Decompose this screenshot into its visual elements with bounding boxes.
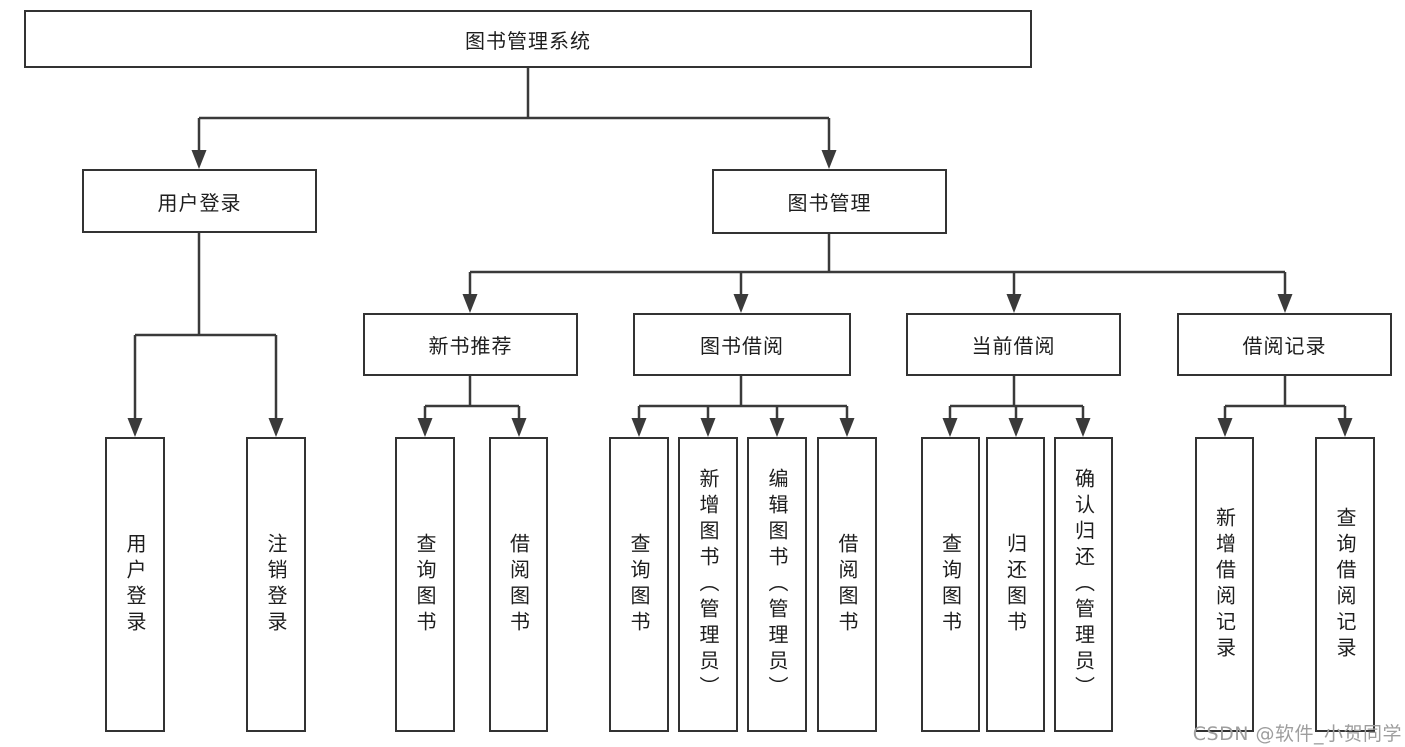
node-borrowing-records: 借阅记录 xyxy=(1177,313,1392,376)
arrowhead-icon xyxy=(1337,418,1353,437)
arrowhead-icon xyxy=(821,150,837,169)
leaf-label: 借阅图书 xyxy=(506,532,531,637)
arrowhead-icon xyxy=(417,418,433,437)
arrowhead-icon xyxy=(700,418,716,437)
leaf-label: 查询图书 xyxy=(627,532,651,637)
arrowhead-icon xyxy=(511,418,527,437)
leaf-label: 归还图书 xyxy=(1003,532,1028,637)
connector-user-login-children xyxy=(127,233,284,437)
arrowhead-icon xyxy=(1217,418,1233,437)
leaf-label: 确认归还（管理员） xyxy=(1071,467,1096,702)
leaf-query-books-borrowing: 查询图书 xyxy=(609,437,669,732)
leaf-label: 编辑图书（管理员） xyxy=(765,467,789,702)
arrowhead-icon xyxy=(839,418,855,437)
leaf-add-books-admin: 新增图书（管理员） xyxy=(678,437,738,732)
connector-current-borrowing-children xyxy=(942,376,1091,437)
node-new-book-recommend: 新书推荐 xyxy=(363,313,578,376)
arrowhead-icon xyxy=(769,418,785,437)
leaf-label: 借阅图书 xyxy=(835,532,859,637)
connector-new-book-recommend-children xyxy=(417,376,527,437)
arrowhead-icon xyxy=(1277,294,1293,313)
leaf-query-borrow-record: 查询借阅记录 xyxy=(1315,437,1375,732)
leaf-label: 查询借阅记录 xyxy=(1333,506,1357,663)
arrowhead-icon xyxy=(462,294,478,313)
leaf-return-books: 归还图书 xyxy=(986,437,1045,732)
node-user-login: 用户登录 xyxy=(82,169,317,233)
connector-root-to-level2 xyxy=(191,68,837,169)
node-book-management: 图书管理 xyxy=(712,169,947,234)
leaf-user-login: 用户登录 xyxy=(105,437,165,732)
node-book-borrowing: 图书借阅 xyxy=(633,313,851,376)
leaf-query-books-current: 查询图书 xyxy=(921,437,980,732)
arrowhead-icon xyxy=(191,150,207,169)
leaf-label: 用户登录 xyxy=(123,532,147,637)
leaf-borrow-books: 借阅图书 xyxy=(817,437,877,732)
arrowhead-icon xyxy=(1075,418,1091,437)
connector-borrowing-records-children xyxy=(1217,376,1353,437)
leaf-query-books-recommend: 查询图书 xyxy=(395,437,455,732)
leaf-label: 新增借阅记录 xyxy=(1212,506,1237,663)
leaf-label: 新增图书（管理员） xyxy=(696,467,720,702)
arrowhead-icon xyxy=(942,418,958,437)
arrowhead-icon xyxy=(1008,418,1024,437)
node-current-borrowing: 当前借阅 xyxy=(906,313,1121,376)
connector-book-borrowing-children xyxy=(631,376,855,437)
leaf-label: 查询图书 xyxy=(938,532,963,637)
arrowhead-icon xyxy=(127,418,143,437)
arrowhead-icon xyxy=(733,294,749,313)
leaf-edit-books-admin: 编辑图书（管理员） xyxy=(747,437,807,732)
arrowhead-icon xyxy=(631,418,647,437)
connector-book-management-to-level3 xyxy=(462,234,1293,313)
leaf-label: 查询图书 xyxy=(413,532,437,637)
arrowhead-icon xyxy=(1006,294,1022,313)
arrowhead-icon xyxy=(268,418,284,437)
leaf-add-borrow-record: 新增借阅记录 xyxy=(1195,437,1254,732)
leaf-confirm-return-admin: 确认归还（管理员） xyxy=(1054,437,1113,732)
leaf-logout: 注销登录 xyxy=(246,437,306,732)
csdn-watermark: CSDN @软件_小贺同学 xyxy=(1192,723,1402,745)
node-root-system: 图书管理系统 xyxy=(24,10,1032,68)
leaf-borrow-books-recommend: 借阅图书 xyxy=(489,437,548,732)
leaf-label: 注销登录 xyxy=(264,532,288,637)
